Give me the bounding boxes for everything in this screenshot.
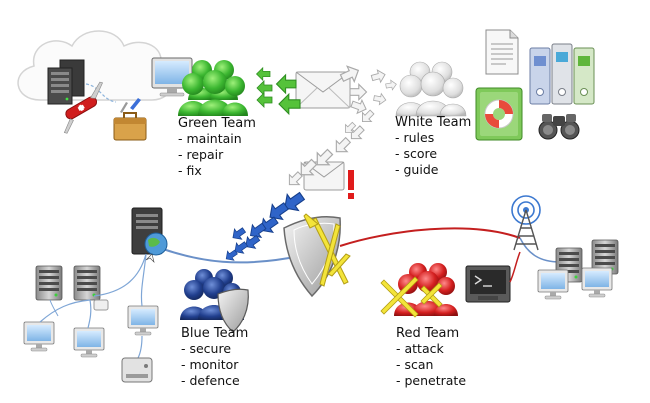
small-shield-icon (217, 288, 249, 333)
team-roles: rules score guide (395, 130, 471, 178)
crossed-swords-icon (380, 276, 443, 318)
green-team-icon (178, 60, 248, 116)
blue-network (23, 253, 159, 359)
team-role: rules (395, 130, 471, 146)
envelope-alert-icon (303, 161, 354, 199)
binoculars-icon (538, 114, 580, 140)
team-role: scan (396, 357, 466, 373)
team-role: maintain (178, 131, 256, 147)
team-role: defence (181, 373, 248, 389)
toolbox-icon (113, 98, 147, 141)
monitor-icon (151, 57, 193, 97)
red-team-block: Red Team attack scan penetrate (396, 326, 466, 389)
team-roles: maintain repair fix (178, 131, 256, 179)
team-title: Blue Team (181, 326, 249, 341)
radio-tower-icon (511, 195, 541, 251)
lifebuoy-book-icon (475, 87, 523, 141)
team-role: secure (181, 341, 248, 357)
red-network (537, 239, 619, 300)
team-role: guide (395, 162, 471, 178)
shield-swords-icon (283, 213, 351, 298)
red-team-icon (394, 263, 458, 316)
swiss-knife-icon (63, 81, 103, 134)
team-roles: attack scan penetrate (396, 341, 466, 389)
team-role: penetrate (396, 373, 466, 389)
team-title: Red Team (396, 326, 460, 341)
team-roles: secure monitor defence (181, 341, 248, 389)
team-title: White Team (395, 115, 472, 130)
team-title: Green Team (178, 116, 256, 131)
team-role: fix (178, 163, 256, 179)
team-role: monitor (181, 357, 248, 373)
team-role: attack (396, 341, 466, 357)
binders-icon (529, 43, 595, 105)
server-rack-icon (47, 59, 85, 105)
terminal-icon (465, 265, 511, 303)
document-icon (485, 29, 519, 75)
team-role: repair (178, 147, 256, 163)
white-team-icon (395, 61, 467, 117)
blue-link (159, 247, 301, 264)
team-role: score (395, 146, 471, 162)
disk-drive-icon (121, 357, 153, 383)
red-link (339, 227, 521, 247)
green-arrows (256, 67, 301, 115)
blue-team-block: Blue Team secure monitor defence (181, 326, 248, 389)
globe-server-icon (131, 207, 168, 263)
green-team-block: Green Team maintain repair fix (178, 116, 256, 179)
white-team-block: White Team rules score guide (395, 115, 471, 178)
